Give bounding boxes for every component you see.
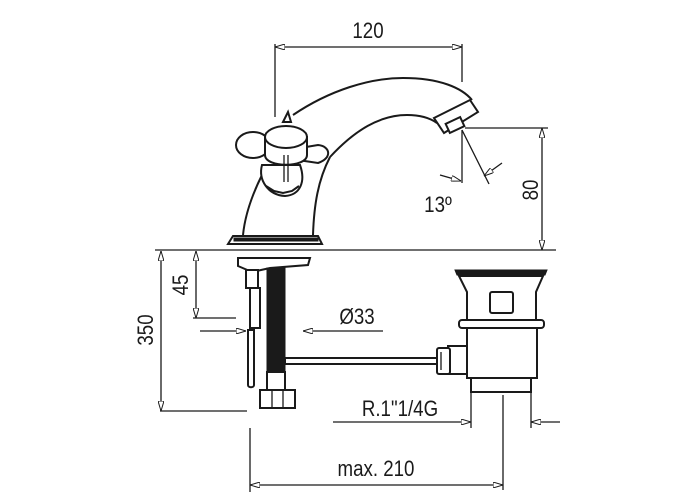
hose-nut bbox=[259, 389, 296, 409]
faucet-body bbox=[226, 76, 480, 245]
flexible-hose bbox=[266, 267, 286, 373]
pull-rod bbox=[284, 357, 438, 365]
dimension-total-below: 350 bbox=[135, 251, 247, 412]
dimension-drain-thread: R.1"1/4G bbox=[333, 392, 560, 428]
dimension-spout-height: 80 bbox=[465, 127, 548, 250]
dimension-spout-angle: 13º bbox=[424, 129, 503, 218]
cross-handle bbox=[235, 109, 330, 198]
pop-up-drain bbox=[436, 269, 548, 393]
dim-350-label: 350 bbox=[135, 314, 159, 345]
dim-33-label: Ø33 bbox=[339, 306, 374, 330]
dim-120-label: 120 bbox=[352, 20, 383, 44]
shank-assembly bbox=[237, 257, 312, 409]
dim-45-label: 45 bbox=[170, 275, 194, 296]
dimension-max-distance: max. 210 bbox=[249, 395, 504, 492]
dimension-shank-length: 45 bbox=[170, 251, 236, 319]
dim-80-label: 80 bbox=[520, 180, 544, 201]
dimension-hole-diameter: Ø33 bbox=[200, 306, 383, 331]
dim-210-label: max. 210 bbox=[338, 458, 415, 482]
dimension-spout-reach: 120 bbox=[274, 20, 463, 117]
dim-13-label: 13º bbox=[424, 194, 452, 218]
dim-thread-label: R.1"1/4G bbox=[362, 398, 438, 422]
